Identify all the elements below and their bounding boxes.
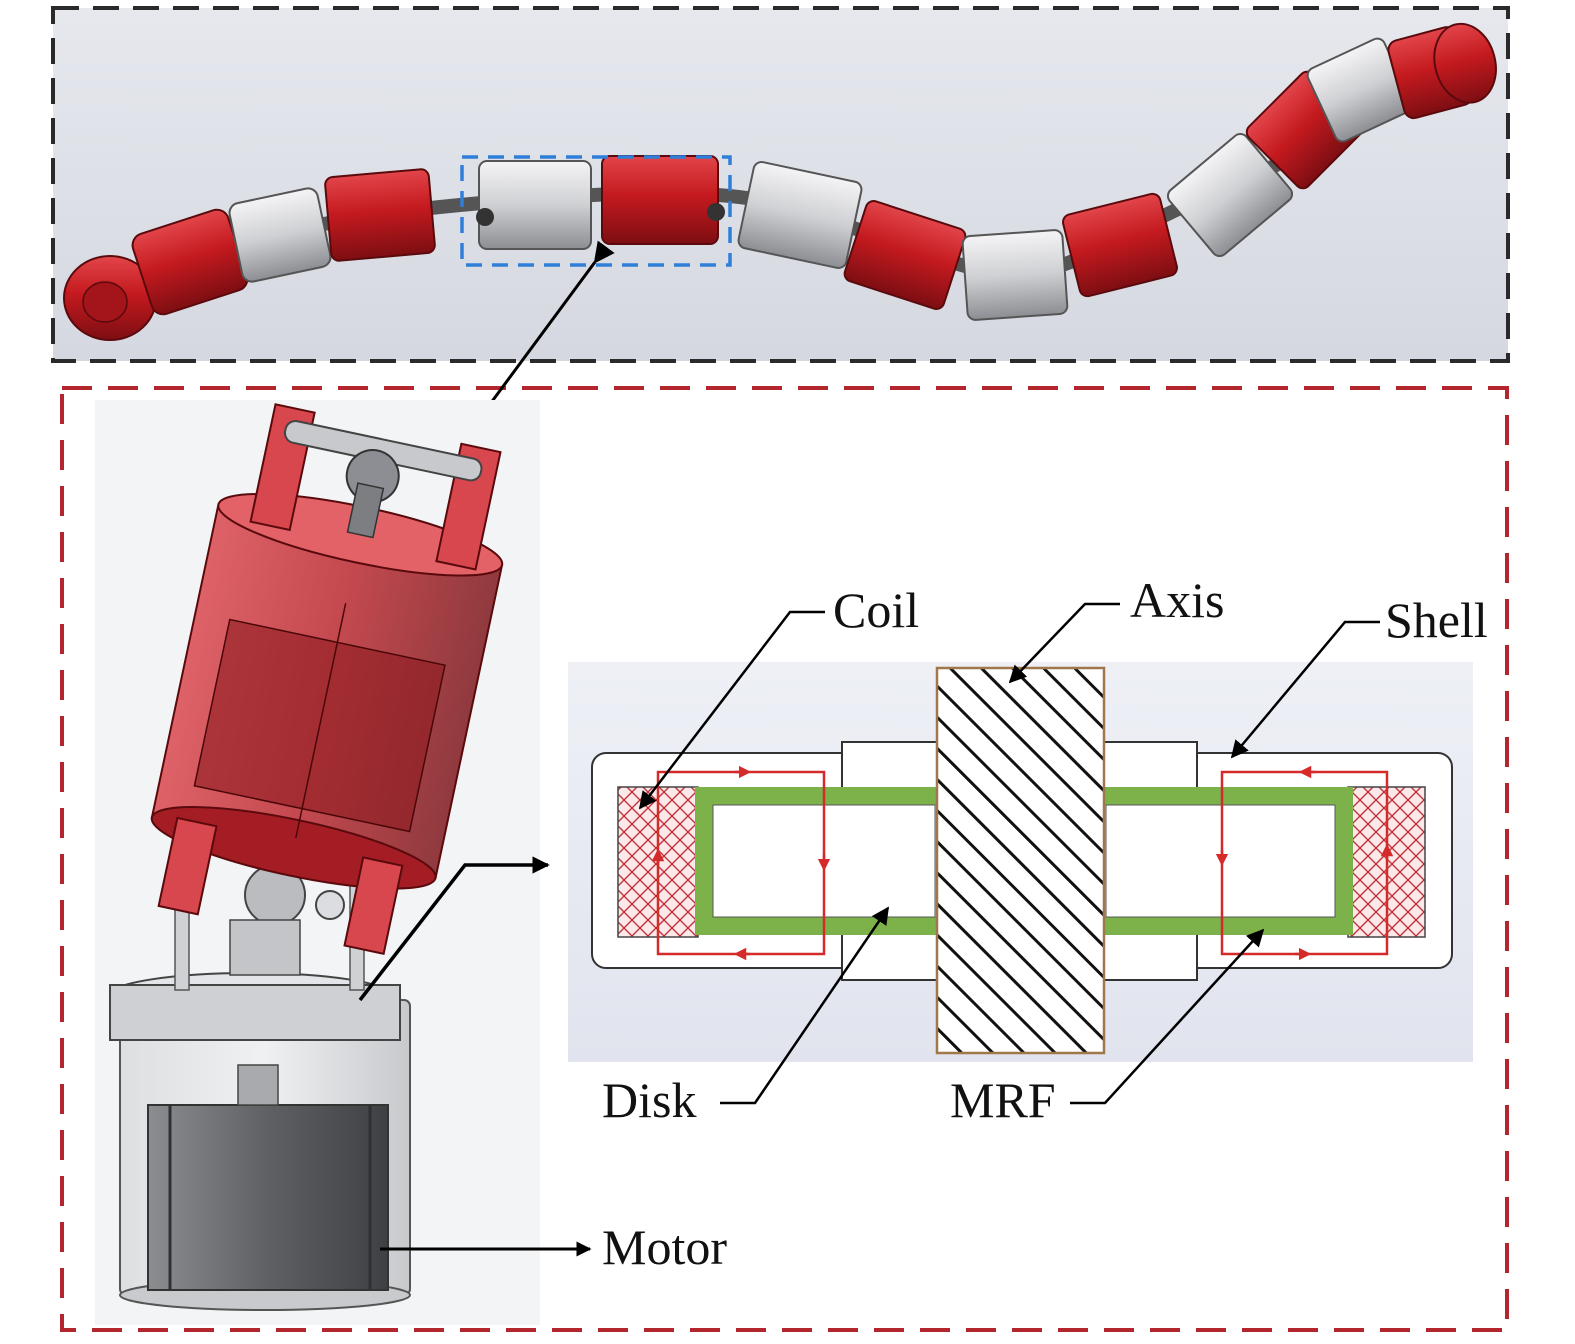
cross-section xyxy=(568,662,1473,1062)
coil-leader-icon xyxy=(638,610,825,810)
flux-path-left xyxy=(651,765,831,961)
motor-body xyxy=(147,1104,389,1291)
segment-red-3 xyxy=(601,155,725,245)
label-shell: Shell xyxy=(1385,592,1488,648)
callout-leaders xyxy=(380,602,1380,1257)
label-motor: Motor xyxy=(602,1219,727,1275)
shell-leader-icon xyxy=(1230,620,1380,759)
disk-leader-icon xyxy=(720,906,890,1105)
segment-gray-1 xyxy=(228,187,332,283)
snake-tail-cap xyxy=(63,255,157,341)
label-mrf: MRF xyxy=(950,1072,1056,1128)
snake-head-cap xyxy=(1387,22,1497,120)
axis-shaft xyxy=(935,666,1106,1055)
mrf-leader-icon xyxy=(1070,928,1265,1105)
top-panel-frame xyxy=(51,6,1510,363)
segment-red-4 xyxy=(843,200,967,310)
segment-red-5 xyxy=(1062,192,1178,298)
motor-housing xyxy=(109,972,411,1311)
bottom-panel-frame xyxy=(60,386,1509,1332)
label-axis: Axis xyxy=(1130,572,1224,628)
joint-module-3d xyxy=(95,400,550,1325)
axis-leader-icon xyxy=(1008,602,1120,684)
section-arrow-icon xyxy=(358,856,550,1002)
segment-gray-3 xyxy=(737,161,863,269)
snake-robot-panel xyxy=(51,6,1510,363)
segment-gray-4 xyxy=(961,229,1069,321)
label-disk: Disk xyxy=(602,1072,696,1128)
support-frame xyxy=(174,859,365,991)
segment-gray-5 xyxy=(1166,132,1294,258)
segment-gray-2 xyxy=(476,160,592,250)
label-coil: Coil xyxy=(833,582,919,638)
mr-brake-body xyxy=(150,403,504,955)
flux-path-right xyxy=(1215,765,1394,961)
segment-red-2 xyxy=(324,168,436,262)
